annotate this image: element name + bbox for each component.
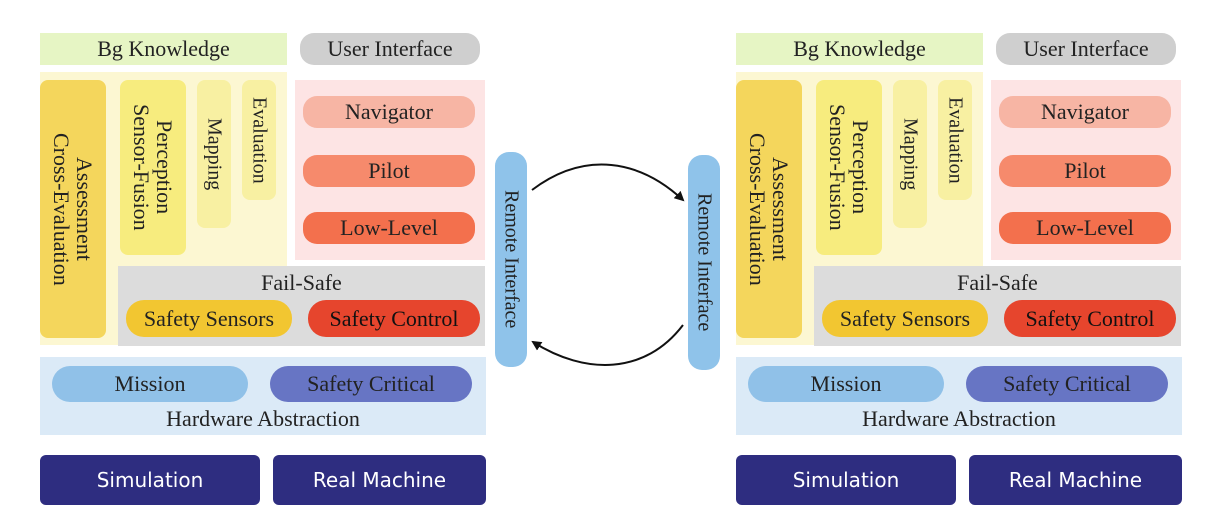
simulation-box: Simulation [40, 455, 260, 505]
evaluation-box: Evaluation [242, 80, 276, 200]
navigator-box: Navigator [999, 96, 1171, 128]
low-level-box: Low-Level [999, 212, 1171, 244]
remote-interface-left-label: Remote Interface [500, 190, 523, 329]
simulation-box: Simulation [736, 455, 956, 505]
low-level-box: Low-Level [303, 212, 475, 244]
assessment-box: Assessment Cross-Evaluation [40, 80, 106, 338]
real-machine-box: Real Machine [273, 455, 486, 505]
architecture-stack-right: Bg Knowledge User Interface Assessment C… [736, 0, 1196, 524]
arrow-to-right [531, 163, 685, 202]
safety-critical-box: Safety Critical [270, 366, 472, 402]
user-interface-box: User Interface [300, 33, 480, 65]
bg-knowledge-box: Bg Knowledge [736, 33, 983, 65]
remote-interface-right: Remote Interface [688, 155, 720, 370]
assessment-box: Assessment Cross-Evaluation [736, 80, 802, 338]
safety-sensors-box: Safety Sensors [822, 300, 988, 337]
pilot-box: Pilot [999, 155, 1171, 187]
real-machine-box: Real Machine [969, 455, 1182, 505]
fail-safe-label: Fail-Safe [957, 270, 1038, 295]
architecture-stack-left: Bg Knowledge User Interface Assessment C… [40, 0, 500, 524]
navigator-box: Navigator [303, 96, 475, 128]
safety-control-box: Safety Control [1004, 300, 1176, 337]
perception-box: Perception Sensor-Fusion [816, 80, 882, 255]
safety-critical-box: Safety Critical [966, 366, 1168, 402]
perception-box: Perception Sensor-Fusion [120, 80, 186, 255]
remote-interface-left: Remote Interface [495, 152, 527, 367]
fail-safe-label: Fail-Safe [261, 270, 342, 295]
hardware-abstraction-label: Hardware Abstraction [166, 406, 360, 431]
mission-box: Mission [52, 366, 248, 402]
arrow-to-left [531, 324, 684, 366]
mapping-box: Mapping [893, 80, 927, 228]
pilot-box: Pilot [303, 155, 475, 187]
user-interface-box: User Interface [996, 33, 1176, 65]
hardware-abstraction-label: Hardware Abstraction [862, 406, 1056, 431]
safety-control-box: Safety Control [308, 300, 480, 337]
evaluation-box: Evaluation [938, 80, 972, 200]
mapping-box: Mapping [197, 80, 231, 228]
remote-interface-right-label: Remote Interface [693, 193, 716, 332]
bg-knowledge-box: Bg Knowledge [40, 33, 287, 65]
mission-box: Mission [748, 366, 944, 402]
safety-sensors-box: Safety Sensors [126, 300, 292, 337]
